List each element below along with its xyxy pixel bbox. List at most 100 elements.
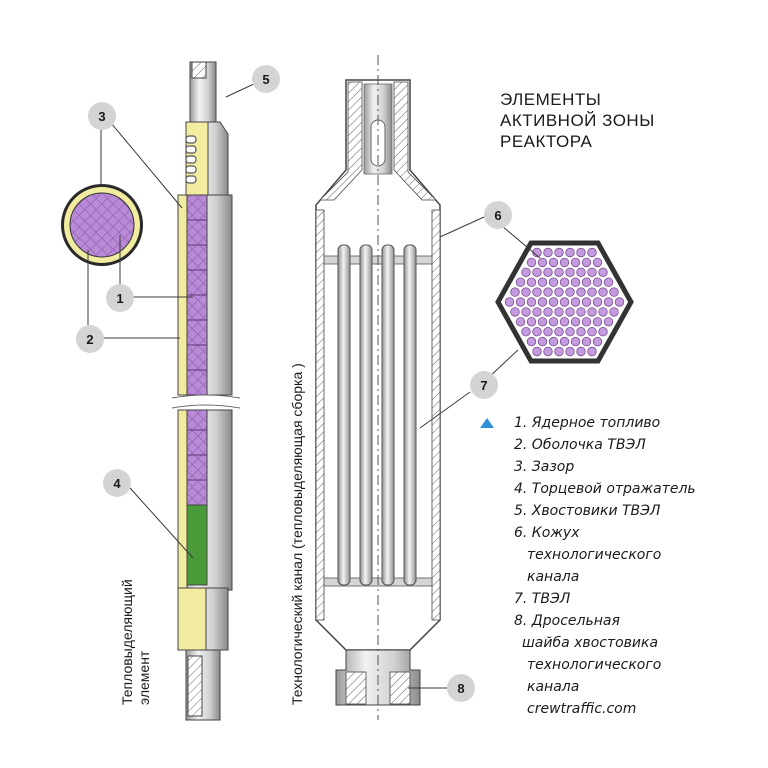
svg-text:3: 3 — [98, 109, 105, 124]
legend-item-1: 1. Ядерное топливо — [514, 415, 660, 431]
bottom-tail-section — [187, 655, 203, 717]
fuel-pin-section — [537, 297, 548, 307]
legend-item-7: 7. ТВЭЛ — [514, 591, 571, 607]
fuel-pin-section — [603, 277, 614, 287]
fuel-pin-section — [598, 327, 608, 337]
fuel-pin-section — [515, 317, 526, 327]
fuel-pin-section — [587, 327, 597, 337]
fuel-pin-section — [592, 336, 603, 347]
fuel-pin-section — [576, 247, 586, 258]
fuel-pin-section — [581, 257, 592, 268]
fuel-pin-section — [598, 307, 608, 317]
badge-3: 3 — [88, 102, 116, 130]
top-tail-section — [191, 61, 207, 79]
fuel-pin-section — [532, 346, 542, 357]
cladding-gap-lower — [177, 409, 188, 591]
fuel-pin-section — [570, 277, 581, 287]
fuel-pin-section — [559, 317, 570, 327]
fuel-pin-section — [592, 317, 603, 327]
length-break — [168, 396, 244, 410]
fuel-pin-section — [548, 257, 559, 268]
fuel-pin-section — [515, 297, 526, 307]
technological-channel — [315, 55, 441, 720]
fuel-pin-section — [598, 287, 608, 297]
legend-item-4: 4. Торцевой отражатель — [514, 481, 696, 497]
fuel-pin-section — [576, 327, 586, 337]
legend-item-6-cont: технологического — [527, 547, 661, 563]
fuel-pin-section — [548, 277, 559, 287]
fuel-pin-section — [554, 287, 564, 297]
fuel-pellet-dividers-lower — [187, 429, 207, 481]
fuel-pin-section — [581, 317, 592, 327]
fuel-pin-section — [559, 297, 570, 307]
legend-item-5: 5. Хвостовики ТВЭЛ — [514, 503, 661, 519]
fuel-pin-section — [581, 277, 592, 287]
fuel-pin-section — [521, 327, 531, 337]
fuel-pin-section — [554, 247, 564, 258]
triangle-up-icon — [480, 418, 494, 428]
fuel-pin-section — [576, 287, 586, 297]
fuel-pin-section — [543, 327, 553, 337]
badge-6: 6 — [484, 201, 512, 229]
badge-1: 1 — [106, 284, 134, 312]
fuel-column-lower — [186, 409, 208, 506]
fuel-pin-section — [532, 267, 542, 278]
fuel-pin-section — [598, 267, 608, 278]
svg-text:6: 6 — [494, 208, 501, 223]
fuel-rod — [381, 244, 395, 586]
legend-item-2: 2. Оболочка ТВЭЛ — [514, 437, 646, 453]
fuel-pin-section — [587, 267, 597, 278]
end-reflector — [186, 504, 208, 586]
fuel-pin-section — [537, 277, 548, 287]
number-badges: 5 3 1 2 4 6 7 8 — [76, 65, 512, 702]
fuel-element-caption: Тепловыделяющий элемент — [119, 579, 152, 705]
fuel-pin-section — [537, 317, 548, 327]
fuel-pin-section — [543, 346, 553, 357]
legend: 1. Ядерное топливо 2. Оболочка ТВЭЛ 3. З… — [480, 415, 696, 717]
fuel-pin-section — [565, 346, 575, 357]
fuel-pin-section — [603, 297, 614, 307]
svg-text:5: 5 — [262, 72, 269, 87]
shell-wall-left — [315, 209, 325, 621]
shell-wall-right — [431, 209, 441, 621]
fuel-pin-section — [521, 287, 531, 297]
fuel-pin-section — [570, 317, 581, 327]
fuel-pin-section — [614, 297, 625, 307]
fuel-pin-section — [543, 267, 553, 278]
legend-item-8-cont3: канала — [527, 679, 579, 695]
legend-item-8-cont2: технологического — [527, 657, 661, 673]
fuel-pin-section — [592, 257, 603, 268]
legend-item-6-cont2: канала — [527, 569, 579, 585]
spring-icon — [185, 135, 197, 184]
badge-8: 8 — [447, 674, 475, 702]
fuel-rods — [337, 244, 417, 586]
fuel-pin-section — [543, 247, 553, 258]
badge-5: 5 — [252, 65, 280, 93]
fuel-pin-section — [565, 247, 575, 258]
fuel-pin-section — [609, 287, 619, 297]
svg-text:2: 2 — [86, 332, 93, 347]
fuel-rod — [337, 244, 351, 586]
fuel-pin-section — [581, 297, 592, 307]
fuel-pin-section — [537, 336, 548, 347]
cladding-gap-upper — [177, 194, 188, 396]
fuel-pin-section — [554, 307, 564, 317]
fuel-rod — [359, 244, 373, 586]
badge-2: 2 — [76, 325, 104, 353]
fuel-pin-section — [570, 336, 581, 347]
fuel-pin-section — [504, 297, 515, 307]
fuel-pin-section — [576, 307, 586, 317]
fuel-pin-section — [587, 247, 597, 258]
fuel-pin-section — [554, 327, 564, 337]
fuel-pin-section — [532, 327, 542, 337]
fuel-element-caption-line2: элемент — [136, 650, 152, 705]
fuel-pin-section — [537, 257, 548, 268]
fuel-pin-section — [603, 317, 614, 327]
bottom-plug — [177, 587, 207, 651]
badge-4: 4 — [103, 469, 131, 497]
svg-text:4: 4 — [113, 476, 121, 491]
legend-item-6: 6. Кожух — [514, 525, 580, 541]
fuel-pin-section — [565, 267, 575, 278]
channel-caption: Технологический канал (тепловыделяющая с… — [289, 363, 305, 705]
assembly-cross-section — [495, 240, 634, 364]
